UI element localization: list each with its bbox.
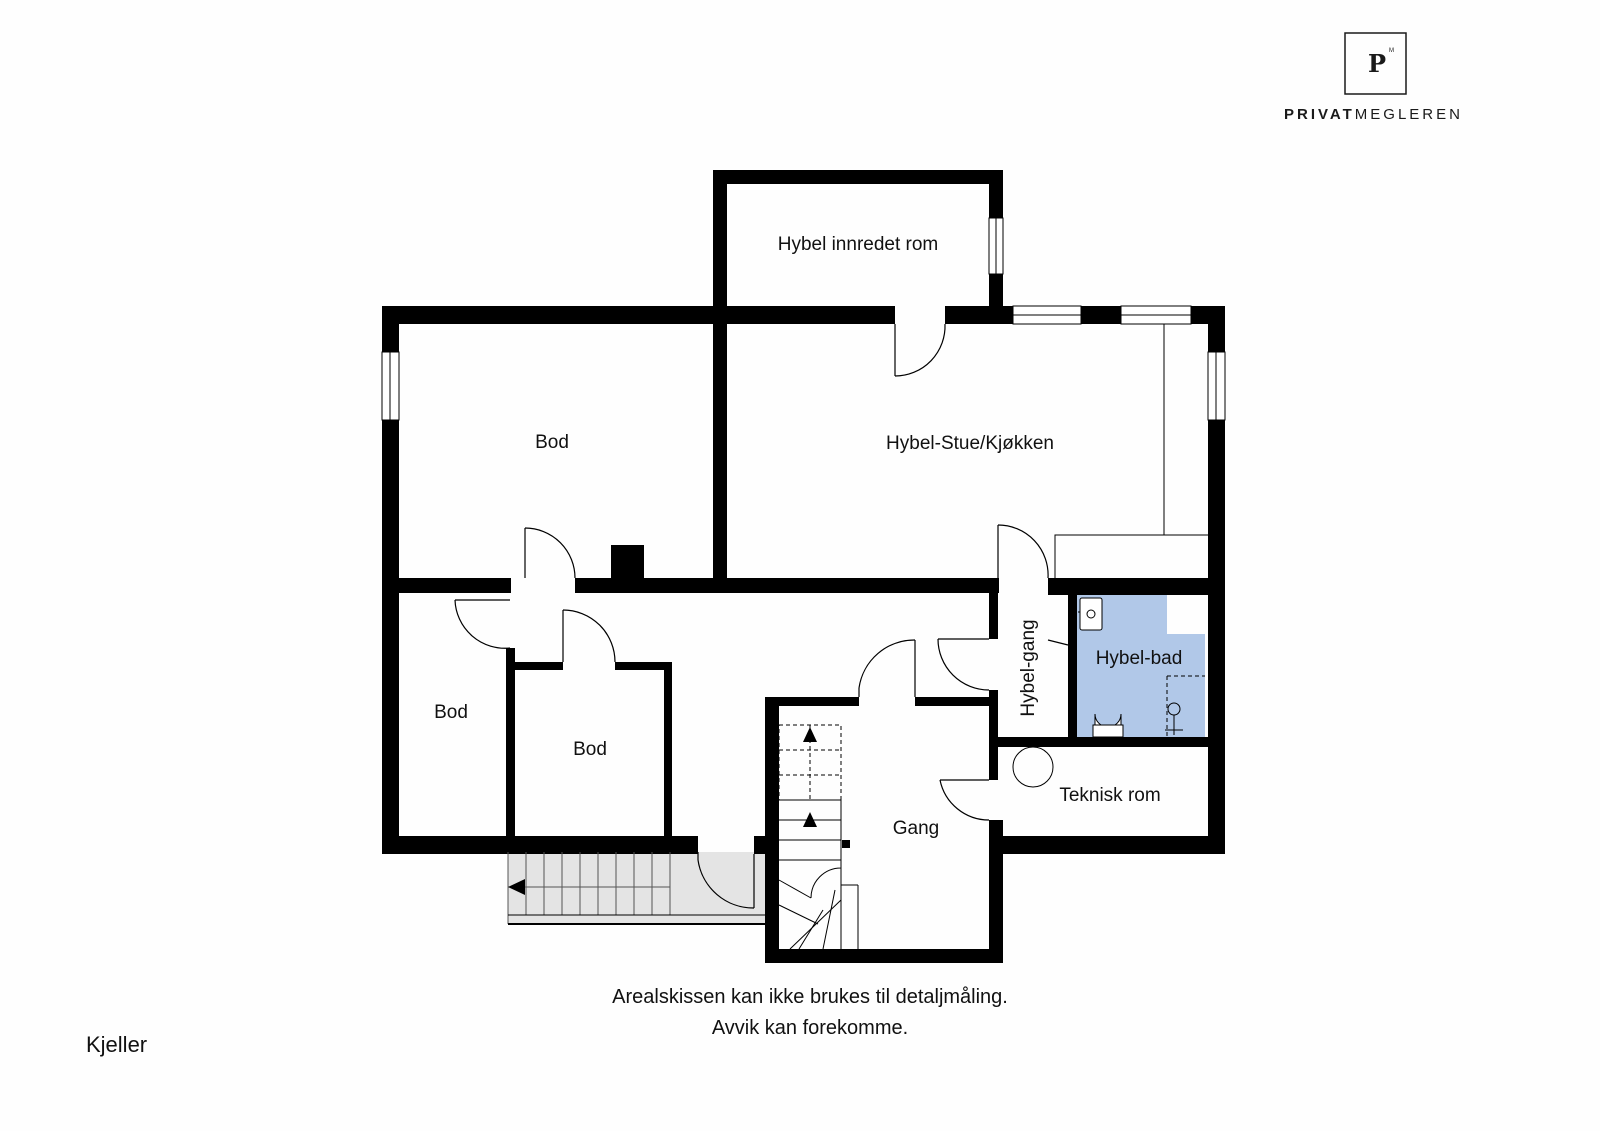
stair-direction-arrows bbox=[803, 727, 817, 827]
floor-name: Kjeller bbox=[86, 1032, 147, 1057]
bathroom-floor bbox=[1077, 595, 1205, 737]
room-label-gang: Gang bbox=[893, 818, 939, 839]
room-label-bod-mid: Bod bbox=[573, 739, 607, 760]
outdoor-staircase bbox=[507, 852, 765, 925]
room-label-teknisk-rom: Teknisk rom bbox=[1059, 785, 1160, 806]
room-label-hybel-stue: Hybel-Stue/Kjøkken bbox=[886, 433, 1054, 454]
water-heater-icon bbox=[1012, 746, 1054, 788]
disclaimer-line-1: Arealskissen kan ikke brukes til detaljm… bbox=[612, 986, 1008, 1008]
outdoor-stair-arrow bbox=[508, 879, 525, 895]
brand-mark: P bbox=[1368, 49, 1386, 78]
brand-name: PRIVATMEGLEREN bbox=[1284, 106, 1463, 123]
disclaimer-line-2: Avvik kan forekomme. bbox=[712, 1017, 908, 1039]
stair-post bbox=[842, 840, 850, 848]
brand-name-bold: PRIVAT bbox=[1284, 106, 1355, 123]
room-label-bod-left: Bod bbox=[434, 702, 468, 723]
kitchen-counters bbox=[1054, 324, 1208, 578]
brand-logo: P M PRIVATMEGLEREN bbox=[1284, 32, 1463, 123]
bathroom-fixtures bbox=[1078, 597, 1205, 738]
walls bbox=[382, 170, 1225, 963]
interior-staircase bbox=[778, 724, 859, 950]
room-label-hybel-bad: Hybel-bad bbox=[1096, 648, 1183, 669]
brand-mark-superscript: M bbox=[1389, 48, 1394, 54]
doors bbox=[454, 323, 1069, 909]
windows bbox=[381, 217, 1226, 421]
room-label-hybel-innredet-rom: Hybel innredet rom bbox=[778, 234, 939, 255]
room-label-bod-top: Bod bbox=[535, 432, 569, 453]
outdoor-stair-floor bbox=[508, 852, 765, 924]
room-label-hybel-gang: Hybel-gang bbox=[1018, 619, 1039, 716]
brand-name-light: MEGLEREN bbox=[1355, 106, 1463, 123]
